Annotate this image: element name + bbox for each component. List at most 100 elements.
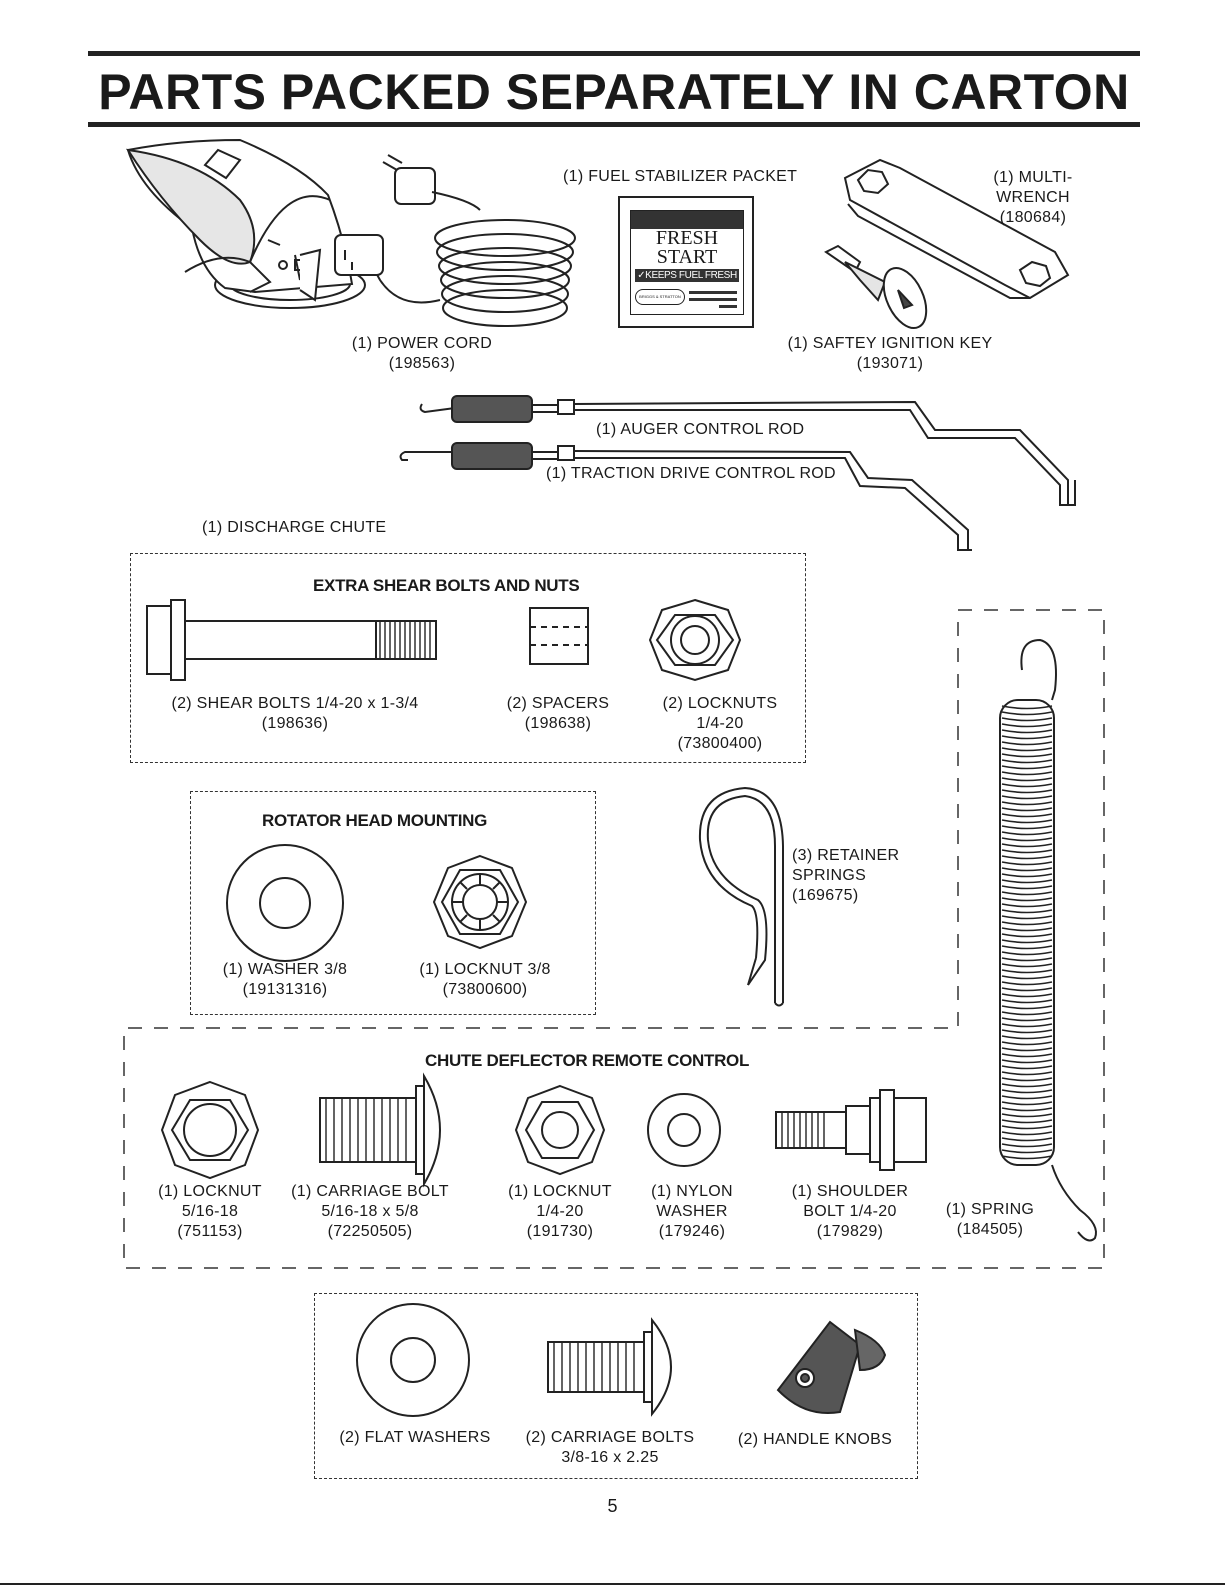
spring-coil [1001,1029,1053,1034]
spring-coil [1001,873,1053,878]
rotator-washer-part-number: (19131316) [242,981,328,998]
spring-coil [1001,975,1053,980]
spring-coil [1001,867,1053,872]
spacers-name: (2) SPACERS [506,695,610,712]
spring-coil [1001,783,1053,788]
spring-coil [1001,1125,1053,1130]
shear-bolts-name: (2) SHEAR BOLTS 1/4-20 x 1-3/4 [171,695,419,712]
spring-coil [1001,1083,1053,1088]
spring-coil [1001,777,1053,782]
packet-header-band [631,211,743,229]
spring-coil [1001,963,1053,968]
spring-coil [1001,1047,1053,1052]
retainer-springs-name-line1: (3) RETAINER [792,847,900,864]
rotator-section-title: ROTATOR HEAD MOUNTING [262,811,488,830]
spring-coil [1001,837,1053,842]
nylon-washer-size: WASHER [656,1203,728,1220]
retainer-springs-name-line2: SPRINGS [792,867,867,884]
packet-brand-line2: START [656,246,718,268]
locknut-516-part-number: (751153) [177,1223,243,1240]
spring-coil [1001,861,1053,866]
packet-text-line [719,305,737,308]
spring-coil [1001,1077,1053,1082]
spring-coil [1001,723,1053,728]
locknuts-name: (2) LOCKNUTS [662,695,778,712]
fuel-stabilizer-packet: FRESH START ✓KEEPS FUEL FRESH BRIGGS & S… [618,196,754,328]
spring-coil [1001,933,1053,938]
spring-coil [1001,1131,1053,1136]
spring-coil [1001,897,1053,902]
title-rule-top [88,51,1140,56]
locknut-14-name: (1) LOCKNUT [508,1183,612,1200]
traction-rod-label: (1) TRACTION DRIVE CONTROL ROD [546,465,836,482]
multi-wrench-part-number: (180684) [999,209,1067,226]
spring-coil [1001,717,1053,722]
page-number: 5 [607,1496,618,1516]
spring-coil [1001,1071,1053,1076]
shoulder-bolt-size: BOLT 1/4-20 [803,1203,897,1220]
shoulder-bolt-label: (1) SHOULDER BOLT 1/4-20 (179829) [780,1182,920,1242]
spring-coil [1001,927,1053,932]
spring-coil [1001,999,1053,1004]
spring-coil [1001,843,1053,848]
shear-bolts-part-number: (198636) [261,715,329,732]
spring-coil [1001,879,1053,884]
ignition-key-label: (1) SAFTEY IGNITION KEY (193071) [770,334,1010,374]
packet-label: FRESH START ✓KEEPS FUEL FRESH BRIGGS & S… [630,210,744,315]
carriage-bolts-name: (2) CARRIAGE BOLTS [525,1429,695,1446]
spring-coil [1001,765,1053,770]
spring-coil [1001,735,1053,740]
handle-knobs-label: (2) HANDLE KNOBS [730,1430,900,1450]
flat-washers-name: (2) FLAT WASHERS [339,1429,491,1446]
spring-coil [1001,981,1053,986]
shear-section-title: EXTRA SHEAR BOLTS AND NUTS [313,576,580,595]
spring-coil [1001,1059,1053,1064]
spring-coil [1001,849,1053,854]
fuel-stabilizer-label: (1) FUEL STABILIZER PACKET [563,168,798,185]
spring-coil [1001,1143,1053,1148]
carriage-bolt-516-size: 5/16-18 x 5/8 [321,1203,419,1220]
locknut-516-name: (1) LOCKNUT [158,1183,262,1200]
locknuts-label: (2) LOCKNUTS 1/4-20 (73800400) [655,694,785,754]
spring-coil [1001,741,1053,746]
spring-coil [1001,711,1053,716]
spring-coil [1001,891,1053,896]
spring-coil [1001,957,1053,962]
spring-coil [1001,915,1053,920]
multi-wrench-name-line1: (1) MULTI- [993,169,1073,186]
spring-coil [1001,1107,1053,1112]
ignition-key-part-number: (193071) [856,355,924,372]
nylon-washer-part-number: (179246) [658,1223,726,1240]
carriage-bolt-516-part-number: (72250505) [327,1223,413,1240]
spring-coil [1001,987,1053,992]
page-title: PARTS PACKED SEPARATELY IN CARTON [98,64,1130,120]
spring-coil [1001,939,1053,944]
spring-coil [1001,885,1053,890]
spring-coil [1001,1023,1053,1028]
power-cord-name: (1) POWER CORD [351,335,493,352]
carriage-bolts-label: (2) CARRIAGE BOLTS 3/8-16 x 2.25 [515,1428,705,1468]
spring-coil [1001,1041,1053,1046]
nylon-washer-label: (1) NYLON WASHER (179246) [632,1182,752,1242]
spring-coil [1001,825,1053,830]
spring-coil [1001,801,1053,806]
carriage-bolt-516-name: (1) CARRIAGE BOLT [291,1183,449,1200]
spring-coil [1001,759,1053,764]
spring-part-number: (184505) [956,1221,1024,1238]
rotator-head-box [190,791,596,1015]
spring-coil [1001,1101,1053,1106]
locknut-14-size: 1/4-20 [536,1203,584,1220]
rotator-locknut-label: (1) LOCKNUT 3/8 (73800600) [405,960,565,1000]
ignition-key-name: (1) SAFTEY IGNITION KEY [787,335,993,352]
spring-coil [1001,813,1053,818]
spring-coil [1001,909,1053,914]
spring-coil [1001,1155,1053,1160]
spacers-part-number: (198638) [524,715,592,732]
spring-coil [1001,705,1053,710]
